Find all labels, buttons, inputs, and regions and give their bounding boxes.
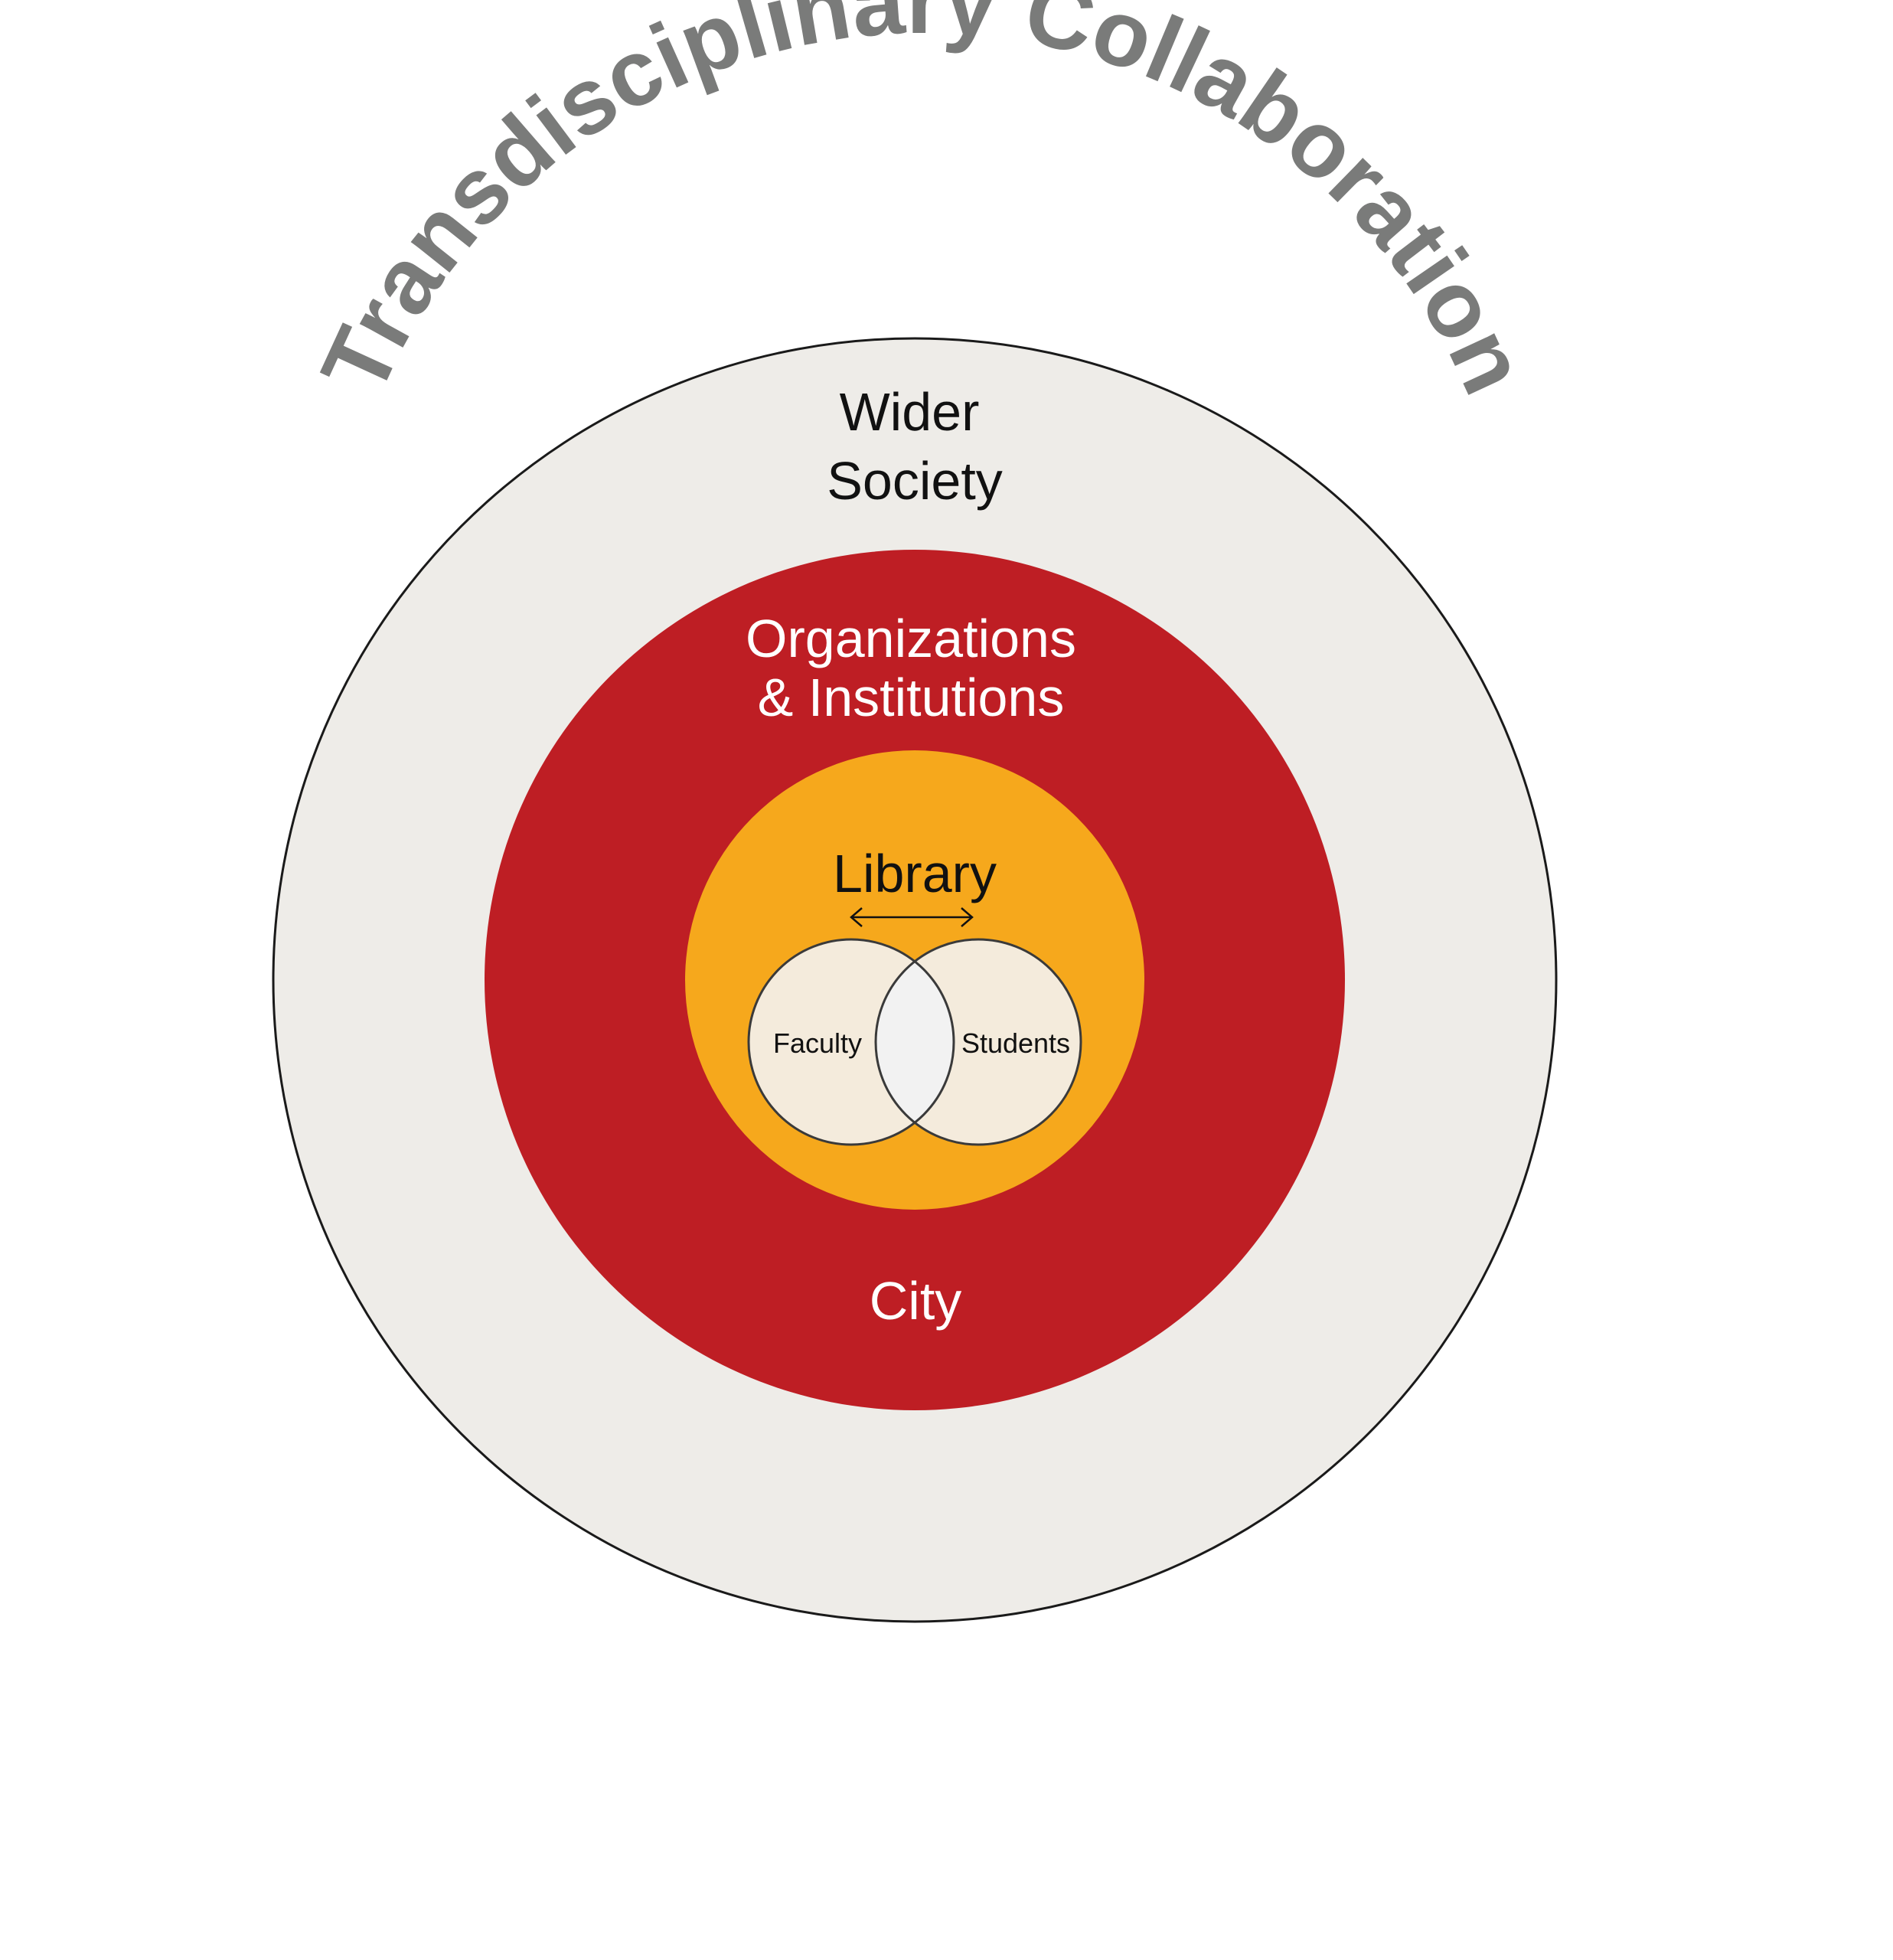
organizations-label-line1: Organizations [746, 609, 1076, 668]
city-label: City [870, 1271, 962, 1331]
students-label: Students [961, 1027, 1070, 1059]
wider-society-label-line2: Society [827, 451, 1003, 511]
venn-diagram: Faculty Students [747, 938, 1082, 1146]
organizations-label-line2: & Institutions [758, 668, 1065, 727]
students-circle-outline [874, 938, 1082, 1146]
venn-overlap [876, 939, 954, 1145]
faculty-circle-outline [747, 938, 955, 1146]
library-label: Library [833, 844, 997, 903]
double-arrow-icon [850, 907, 974, 927]
wider-society-label-line1: Wider [840, 382, 980, 442]
faculty-label: Faculty [773, 1027, 862, 1059]
